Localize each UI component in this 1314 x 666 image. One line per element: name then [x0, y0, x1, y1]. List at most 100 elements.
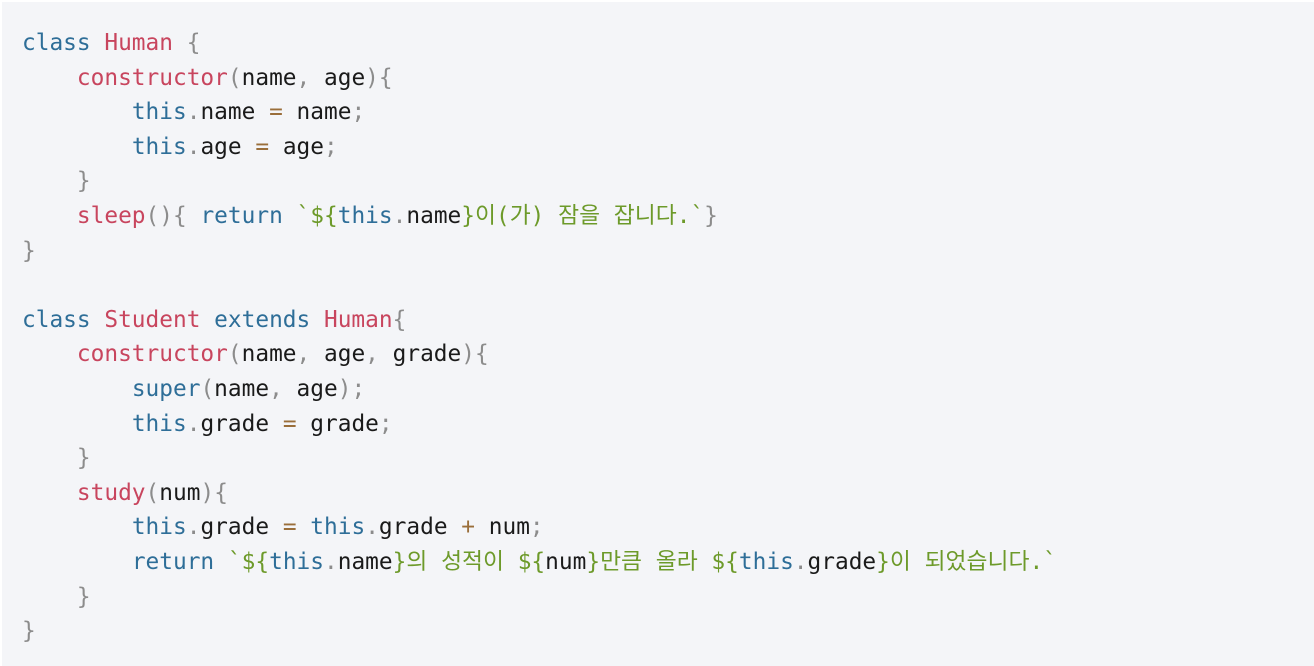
code-line: constructor(name, age, grade){ [22, 337, 1314, 372]
code-token: }이 되었습니다.` [876, 548, 1057, 575]
code-token: ; [351, 99, 366, 126]
code-token: age [200, 133, 256, 160]
code-token [91, 307, 105, 333]
code-line: this.grade = this.grade + num; [22, 510, 1314, 545]
code-token [22, 411, 132, 437]
code-token: name [241, 64, 297, 91]
code-token [173, 30, 187, 56]
code-token: ( [145, 479, 160, 506]
code-token: ) [200, 479, 215, 506]
code-line: } [22, 580, 1314, 615]
code-token: , [365, 341, 379, 368]
code-token: } [76, 583, 91, 610]
code-token: = [282, 514, 297, 541]
code-token [297, 514, 311, 540]
code-token: ) [461, 341, 475, 368]
code-line: study(num){ [22, 476, 1314, 511]
code-token [214, 549, 228, 575]
code-token: . [186, 410, 201, 437]
code-token: = [269, 99, 283, 126]
code-token [22, 99, 132, 125]
code-token [22, 65, 77, 91]
code-token: grade [378, 341, 462, 368]
code-token: = [282, 410, 297, 437]
code-token: study [76, 479, 146, 506]
code-line: this.grade = grade; [22, 407, 1314, 442]
code-token [22, 514, 132, 540]
code-token: . [793, 548, 808, 575]
code-line: this.name = name; [22, 95, 1314, 130]
code-token: ; [324, 133, 338, 160]
code-token: ( [227, 64, 242, 91]
code-token: age [310, 64, 366, 91]
code-token: name [200, 99, 270, 126]
code-token: this [131, 133, 187, 160]
code-token [22, 480, 77, 506]
code-line: } [22, 441, 1314, 476]
code-token: } [22, 237, 36, 264]
code-token: return [131, 548, 215, 575]
code-token: ; [351, 375, 366, 402]
code-token: this [337, 202, 393, 229]
code-line: } [22, 614, 1314, 649]
code-token: ; [529, 514, 544, 541]
code-token [310, 307, 324, 333]
code-token: `${ [227, 548, 270, 575]
code-token: num [159, 479, 201, 506]
code-token: . [392, 202, 407, 229]
code-token: ( [227, 341, 242, 368]
code-token: age [282, 375, 338, 402]
code-token [22, 341, 77, 367]
code-token: . [365, 514, 379, 541]
code-token: `${ [296, 202, 338, 229]
code-token: }만큼 올라 ${ [586, 548, 739, 575]
code-token: this [269, 548, 324, 575]
code-token: name [337, 548, 393, 575]
code-token [22, 134, 132, 160]
code-token: class [22, 306, 91, 333]
code-token [283, 203, 297, 229]
code-line: class Human { [22, 26, 1314, 61]
code-line: super(name, age); [22, 372, 1314, 407]
code-token: grade [200, 514, 283, 541]
code-token: , [296, 341, 311, 368]
code-token: () [145, 202, 173, 229]
code-token: this [738, 548, 794, 575]
code-token: grade [296, 410, 379, 437]
code-token: ( [200, 375, 215, 402]
code-token: } [76, 445, 91, 472]
code-token [22, 445, 77, 471]
code-token [187, 203, 201, 229]
code-token: . [186, 99, 201, 126]
code-token: grade [807, 548, 877, 575]
code-token: { [392, 306, 407, 333]
code-token: num [475, 514, 530, 541]
code-token: , [269, 375, 283, 402]
code-token: constructor [76, 341, 228, 368]
code-token: { [475, 341, 489, 368]
code-token: ) [337, 375, 352, 402]
code-line: } [22, 164, 1314, 199]
code-line: constructor(name, age){ [22, 61, 1314, 96]
code-token: super [131, 375, 201, 402]
code-token: sleep [76, 202, 146, 229]
code-token: return [200, 202, 283, 229]
code-token: this [131, 410, 187, 437]
code-token: } [704, 202, 718, 229]
code-token [22, 549, 132, 575]
code-token: . [186, 514, 201, 541]
code-token: age [269, 133, 324, 160]
code-token: extends [214, 306, 311, 333]
code-line: this.age = age; [22, 130, 1314, 165]
code-token: this [131, 99, 187, 126]
code-token: }의 성적이 ${ [392, 548, 546, 575]
code-token: grade [378, 514, 462, 541]
code-token: age [310, 341, 366, 368]
code-token: name [241, 341, 297, 368]
code-token [22, 203, 77, 229]
code-token [200, 307, 214, 333]
code-token: constructor [76, 64, 228, 91]
code-token: { [186, 30, 201, 56]
code-line: return `${this.name}의 성적이 ${num}만큼 올라 ${… [22, 545, 1314, 580]
